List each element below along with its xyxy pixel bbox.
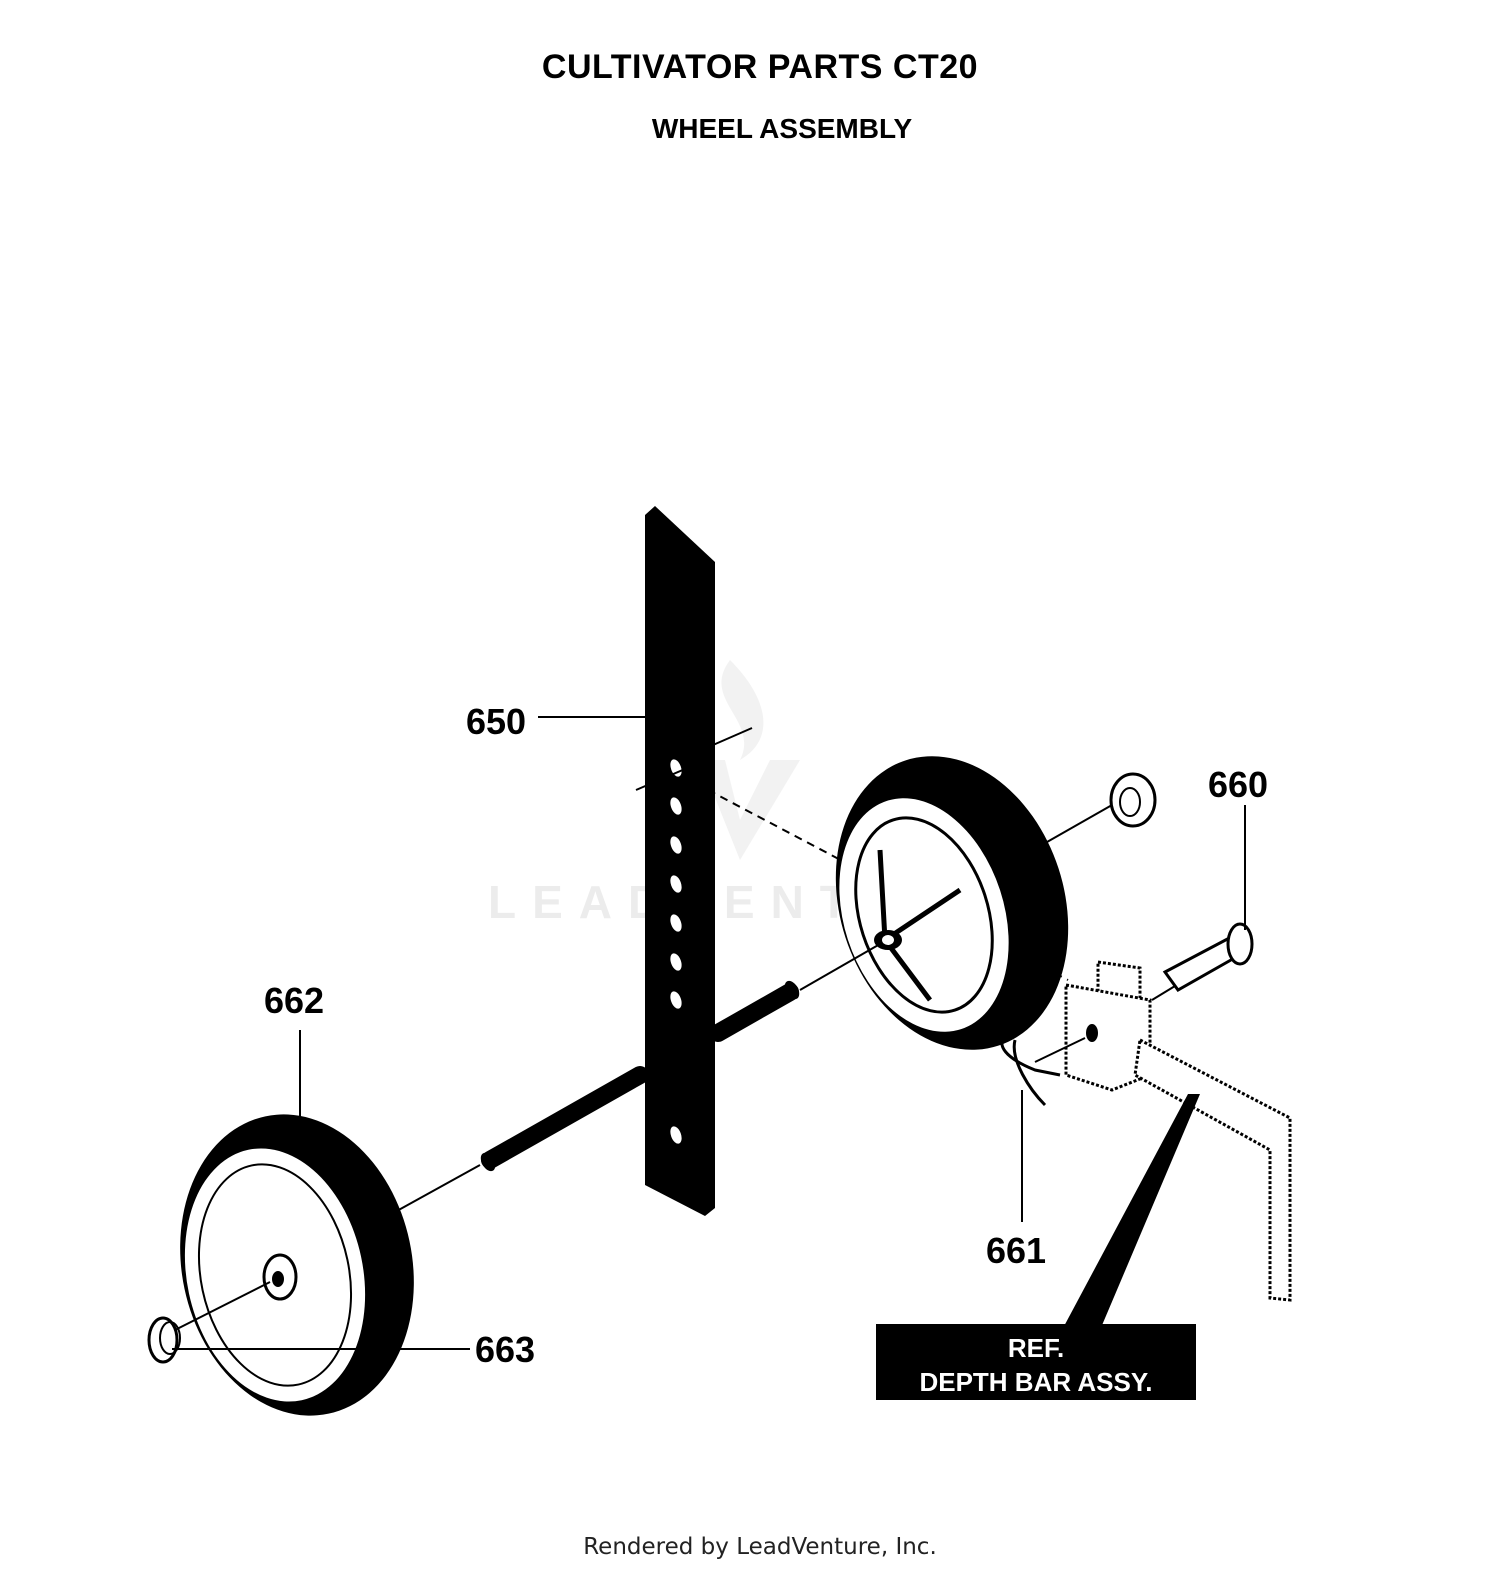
- washer-663: [147, 1281, 271, 1364]
- footer-credit: Rendered by LeadVenture, Inc.: [583, 1534, 937, 1560]
- diagram-title: CULTIVATOR PARTS CT20: [541, 48, 979, 86]
- reference-line-1: REF.: [1008, 1333, 1064, 1363]
- reference-arrow: [1062, 1094, 1200, 1330]
- part-label-660: 660: [1208, 764, 1268, 805]
- right-wheel: [799, 756, 1069, 1050]
- leader-lines: [172, 716, 1246, 1350]
- bracket-hole: [1086, 1024, 1098, 1042]
- axle: [480, 980, 800, 1172]
- part-label-662: 662: [264, 980, 324, 1021]
- part-label-663: 663: [475, 1329, 535, 1370]
- part-label-661: 661: [986, 1230, 1046, 1271]
- watermark-logo: [700, 660, 800, 860]
- diagram-subtitle: WHEEL ASSEMBLY: [651, 113, 913, 144]
- part-label-650: 650: [466, 701, 526, 742]
- reference-line-2: DEPTH BAR ASSY.: [919, 1367, 1152, 1397]
- vertical-bar-650: [635, 506, 753, 1216]
- hub-cap: [1039, 772, 1157, 847]
- depth-bar-assembly: [1064, 960, 1292, 1302]
- hairpin-clip-661: [1000, 1028, 1086, 1107]
- reference-box: [876, 1324, 1196, 1400]
- left-wheel: [180, 1114, 481, 1416]
- bolt-660: [1151, 922, 1254, 1001]
